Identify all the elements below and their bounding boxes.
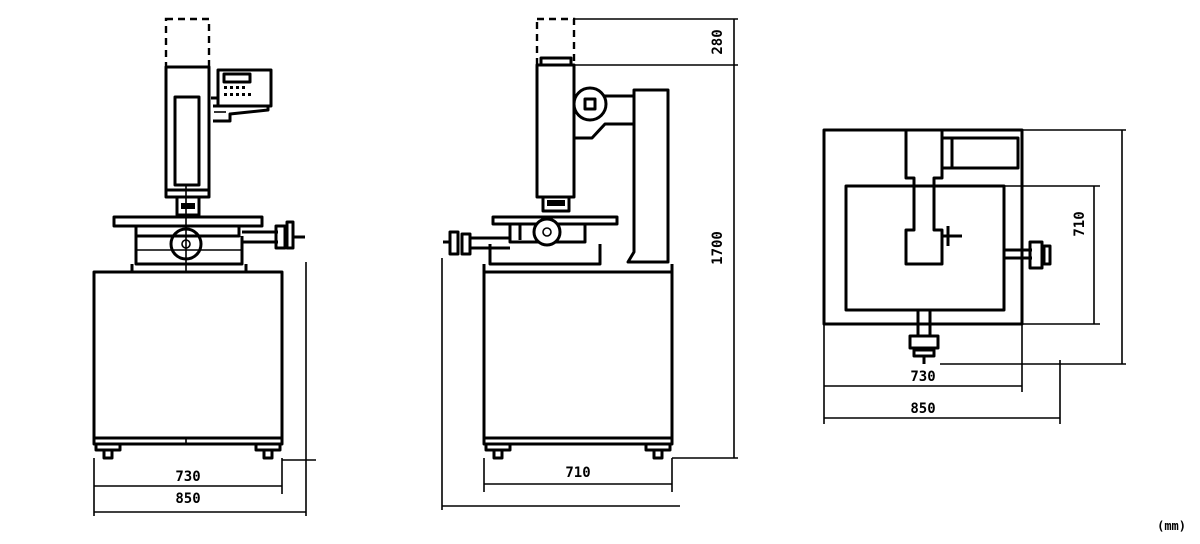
top-dim-730: 730 — [910, 369, 935, 385]
front-cabinet — [92, 270, 284, 440]
front-column — [164, 65, 211, 199]
top-control-panel — [940, 136, 1020, 170]
front-view — [92, 17, 316, 516]
units-label: (mm) — [1157, 519, 1186, 533]
front-dim-730: 730 — [175, 469, 200, 485]
side-handwheel — [572, 86, 608, 122]
front-dim-850: 850 — [175, 491, 200, 507]
front-column-window — [173, 95, 201, 187]
side-view — [441, 17, 738, 510]
front-head — [175, 195, 201, 217]
control-panel — [211, 68, 273, 123]
side-column — [535, 63, 576, 199]
side-table-handwheel — [532, 217, 562, 247]
side-dim-1700: 1700 — [710, 231, 726, 265]
side-cabinet — [482, 270, 674, 440]
top-head — [904, 130, 944, 266]
top-outline — [822, 128, 1024, 326]
front-column-extension — [164, 17, 211, 69]
top-view — [822, 128, 1126, 424]
top-dim-710: 710 — [1072, 211, 1088, 236]
side-dim-710: 710 — [565, 465, 590, 481]
side-rear-column — [626, 88, 670, 264]
side-dim-280: 280 — [710, 29, 726, 54]
top-dim-850: 850 — [910, 401, 935, 417]
top-table — [844, 184, 1006, 312]
